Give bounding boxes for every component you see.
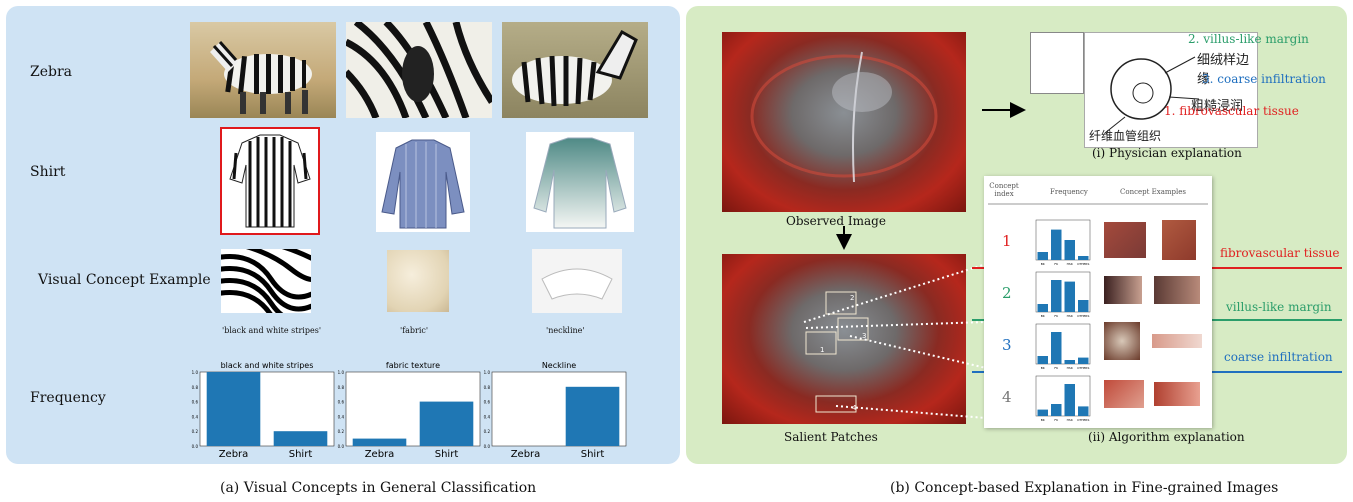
mini-x-label: FK [1054,314,1059,318]
x-tick-label: Shirt [289,449,313,460]
concept-index-2: 2 [1002,284,1012,302]
y-tick-label: 0.2 [484,429,491,434]
mini-bar [1038,356,1049,364]
note-fibrovascular-tissue: 1. fibrovascular tissue [1164,104,1299,118]
mini-x-label: BK [1041,262,1046,266]
algorithm-table: Concept index Frequency Concept Examples… [984,176,1212,428]
y-tick-label: 0.4 [338,414,345,419]
line-label-villus: villus-like margin [1226,300,1332,314]
example-patch-4a [1104,380,1144,408]
example-patch-3b [1152,334,1202,348]
mini-bar [1051,332,1062,364]
bar [274,431,328,446]
frequency-charts: black and white stripes 0.0 0.2 0.4 0.6 0.8 1.… [6,6,680,464]
y-tick-label: 0.6 [192,400,199,405]
bar [207,372,261,446]
mini-x-label: OTHERS [1077,314,1089,318]
mini-bar [1065,282,1076,312]
mini-x-label: BK [1041,418,1046,422]
chart-title: fabric texture [386,361,440,370]
mini-bar [1038,304,1049,312]
physician-note-thumbnail [1030,32,1084,94]
y-tick-label: 0.0 [338,444,345,449]
mini-x-label: BK [1041,314,1046,318]
mini-x-label: OTHERS [1077,366,1089,370]
y-tick-label: 0.4 [484,414,491,419]
y-tick-label: 0.2 [338,429,345,434]
mini-bar [1078,358,1089,364]
mini-x-label: HSK [1067,262,1074,266]
mini-x-label: FK [1054,418,1059,422]
y-tick-label: 0.0 [484,444,491,449]
mini-bar [1065,240,1076,260]
physician-note-sketch: 细绒样边缘 粗糙浸润 纤维血管组织 [1084,32,1258,148]
x-tick-label: Zebra [219,449,249,460]
bar [566,387,620,446]
y-tick-label: 0.8 [192,385,199,390]
example-patch-2b [1154,276,1200,304]
y-tick-label: 0.4 [192,414,199,419]
y-tick-label: 0.0 [192,444,199,449]
note-villus-like-margin: 2. villus-like margin [1188,32,1309,46]
caption-a: (a) Visual Concepts in General Classific… [220,480,536,496]
mini-bar [1065,384,1076,416]
mini-bar [1038,410,1049,416]
mini-x-label: FK [1054,262,1059,266]
panel-general-classification: Zebra Shirt Visual Concept Example Frequ… [6,6,680,464]
x-tick-label: Zebra [511,449,541,460]
mini-x-label: OTHERS [1077,262,1089,266]
y-tick-label: 1.0 [484,370,491,375]
y-tick-label: 0.6 [338,400,345,405]
caption-b: (b) Concept-based Explanation in Fine-gr… [890,480,1278,496]
mini-x-label: FK [1054,366,1059,370]
chart-title: black and white stripes [221,361,314,370]
bar [353,439,407,446]
y-tick-label: 0.6 [484,400,491,405]
mini-bar [1038,252,1049,260]
mini-x-label: HSK [1067,314,1074,318]
concept-index-3: 3 [1002,336,1012,354]
concept-index-1: 1 [1002,232,1012,250]
line-label-coarse: coarse infiltration [1224,350,1333,364]
mini-x-label: HSK [1067,418,1074,422]
x-tick-label: Zebra [365,449,395,460]
algorithm-explanation-label: (ii) Algorithm explanation [1088,430,1245,444]
chart-title: Neckline [542,361,576,370]
mini-bar [1051,404,1062,416]
line-label-fibrovascular: fibrovascular tissue [1220,246,1340,260]
bar [420,402,474,446]
physician-explanation-label: (i) Physician explanation [1092,146,1242,160]
y-tick-label: 0.2 [192,429,199,434]
y-tick-label: 0.8 [338,385,345,390]
mini-x-label: OTHERS [1077,418,1089,422]
handwriting-fibro: 纤维血管组织 [1089,127,1161,144]
example-patch-1b [1162,220,1196,260]
y-tick-label: 1.0 [338,370,345,375]
example-patch-2a [1104,276,1142,304]
example-patch-4b [1154,382,1200,406]
mini-x-label: HSK [1067,366,1074,370]
concept-index-4: 4 [1002,388,1012,406]
mini-bar [1051,230,1062,260]
x-tick-label: Shirt [435,449,459,460]
mini-bar [1078,406,1089,416]
note-coarse-infiltration: 3. coarse infiltration [1202,72,1326,86]
mini-bar [1078,300,1089,312]
mini-bar [1051,280,1062,312]
y-tick-label: 0.8 [484,385,491,390]
example-patch-3a [1104,322,1140,360]
mini-bar [1078,256,1089,260]
y-tick-label: 1.0 [192,370,199,375]
x-tick-label: Shirt [581,449,605,460]
mini-bar [1065,360,1076,364]
example-patch-1a [1104,222,1146,258]
panel-fine-grained: Observed Image 2134 Salient Patches 细绒样边… [686,6,1347,464]
mini-x-label: BK [1041,366,1046,370]
